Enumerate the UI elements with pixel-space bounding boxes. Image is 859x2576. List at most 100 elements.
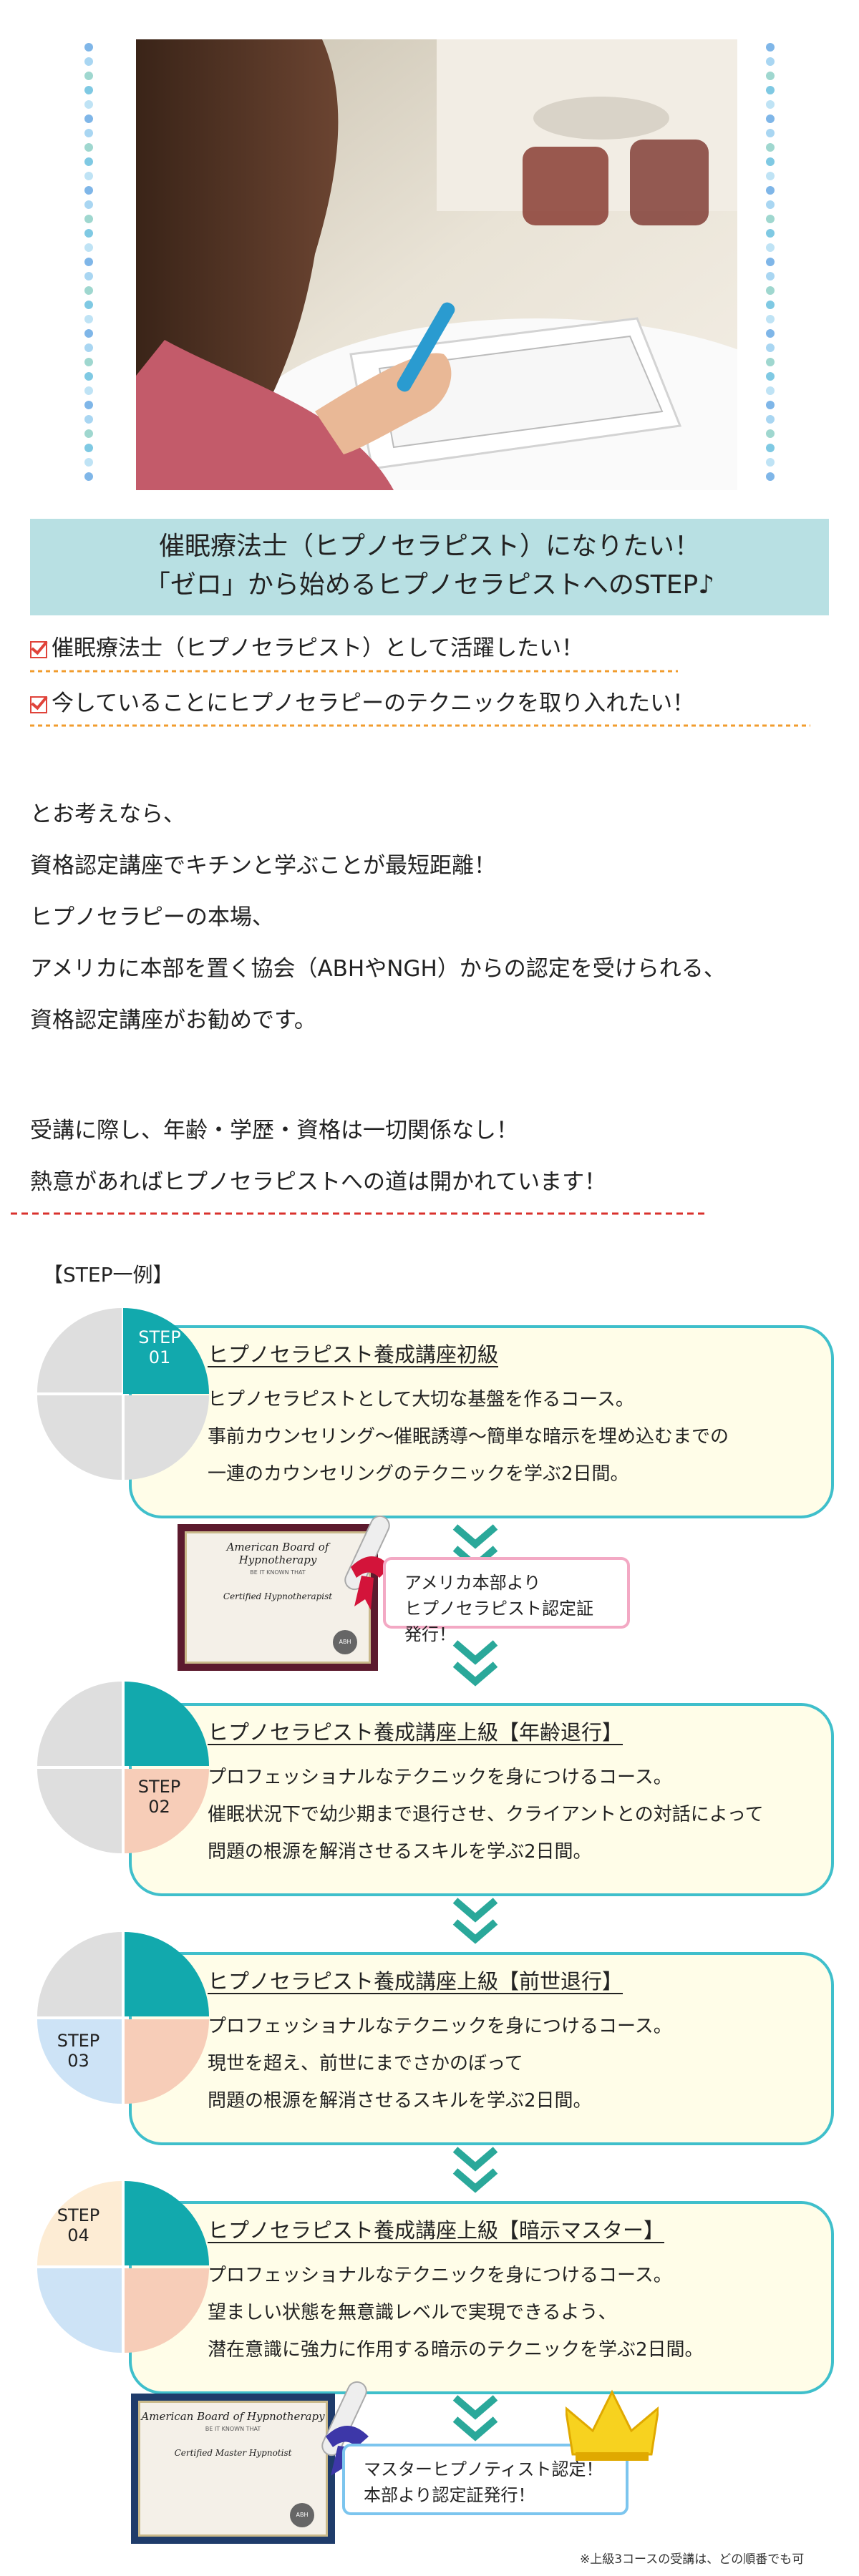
decorative-dot [84,372,93,381]
divider-dotted [30,670,678,673]
decorative-dot [766,86,775,94]
decorative-dot [84,100,93,109]
step-4-title: ヒプノセラピスト養成講座上級【暗示マスター】 [208,2218,665,2243]
decorative-dot [84,272,93,280]
decorative-dot [84,286,93,295]
decorative-dot [766,157,775,166]
decorative-dot [84,258,93,266]
intro-line-4: アメリカに本部を置く協会（ABHやNGH）からの認定を受けられる、 [30,956,726,982]
step-3-quad-icon [37,1932,209,2104]
decorative-dot [84,186,93,195]
decorative-dot [84,143,93,152]
decorative-dot [84,215,93,223]
decorative-dot [766,72,775,80]
arrow-down-icon [452,1898,498,1944]
hero-photo [136,39,737,490]
decorative-dot [84,329,93,338]
decorative-dot [84,200,93,209]
step-1-quad-icon [37,1308,209,1480]
divider-dotted [30,724,810,727]
check-item-1: 催眠療法士（ヒプノセラピスト）として活躍したい！ [30,628,817,673]
decorative-dot [84,72,93,80]
step-1-title: ヒプノセラピスト養成講座初級 [208,1342,499,1367]
decorative-dot [766,315,775,323]
step-2-title: ヒプノセラピスト養成講座上級【年齢退行】 [208,1720,623,1745]
cert-2-caption: マスターヒプノティスト認定！ 本部より認定証発行！ [342,2444,629,2515]
decorative-dot [766,444,775,452]
step-card-2 [129,1703,834,1896]
decorative-dot [766,286,775,295]
decorative-dot [84,315,93,323]
decorative-dot [766,215,775,223]
decorative-dot [84,114,93,123]
cert-1-caption: アメリカ本部より ヒプノセラピスト認定証発行！ [383,1557,630,1644]
decorative-dot [84,386,93,395]
decorative-dot [84,157,93,166]
checkbox-icon [30,696,47,713]
decorative-dot [84,358,93,366]
decorative-dot [766,100,775,109]
step-1-desc: ヒプノセラピストとして大切な基盤を作るコース。 事前カウンセリング～催眠誘導～簡… [208,1389,729,1485]
banner-line-1: 催眠療法士（ヒプノセラピスト）になりたい！ [158,532,700,561]
decorative-dot [766,458,775,467]
decorative-dot [766,114,775,123]
decorative-dot [84,472,93,481]
note-line-1: 受講に際し、年齢・学歴・資格は一切関係なし！ [30,1118,518,1143]
decorative-dot [84,429,93,438]
step-4-desc: プロフェッショナルなテクニックを身につけるコース。 望ましい状態を無意識レベルで… [208,2265,704,2361]
decorative-dot [84,57,93,66]
decorative-dots-right [765,43,775,487]
decorative-dot [84,172,93,180]
decorative-dot [766,401,775,409]
decorative-dot [766,243,775,252]
step-card-3 [129,1952,834,2145]
crown-icon [566,2389,659,2461]
decorative-dot [766,129,775,137]
decorative-dot [766,358,775,366]
decorative-dot [84,444,93,452]
heading-banner: 催眠療法士（ヒプノセラピスト）になりたい！ 「ゼロ」から始めるヒプノセラピストへ… [30,519,829,615]
step-3-desc: プロフェッショナルなテクニックを身につけるコース。 現世を超え、前世にまでさかの… [208,2016,672,2112]
decorative-dot [84,458,93,467]
decorative-dot [766,386,775,395]
step-3-title: ヒプノセラピスト養成講座上級【前世退行】 [208,1969,623,1994]
decorative-dots-left [84,43,94,487]
intro-line-1: とお考えなら、 [30,801,185,827]
decorative-dot [84,415,93,424]
decorative-dot [84,243,93,252]
decorative-dot [766,272,775,280]
decorative-dot [766,372,775,381]
step-card-4 [129,2201,834,2394]
check-item-2: 今していることにヒプノセラピーのテクニックを取り入れたい！ [30,683,817,728]
decorative-dot [766,186,775,195]
decorative-dot [766,57,775,66]
divider-dashed [11,1212,705,1215]
step-2-quad-icon [37,1682,209,1853]
intro-line-2: 資格認定講座でキチンと学ぶことが最短距離！ [30,853,496,879]
decorative-dot [766,200,775,209]
decorative-dot [766,472,775,481]
decorative-dot [84,86,93,94]
section-title: 【STEP一例】 [43,1263,173,1287]
intro-line-5: 資格認定講座がお勧めです。 [30,1008,316,1033]
decorative-dot [84,229,93,238]
intro-line-3: ヒプノセラピーの本場、 [30,904,274,930]
decorative-dot [84,43,93,52]
note-line-2: 熱意があればヒプノセラピストへの道は開かれています！ [30,1169,607,1195]
decorative-dot [84,129,93,137]
footnote: ※上級3コースの受講は、どの順番でも可 [580,2552,805,2567]
decorative-dot [766,43,775,52]
decorative-dot [766,415,775,424]
decorative-dot [766,329,775,338]
decorative-dot [84,343,93,352]
step-card-1 [129,1325,834,1518]
decorative-dot [84,301,93,309]
arrow-down-icon [452,2395,498,2441]
step-2-desc: プロフェッショナルなテクニックを身につけるコース。 催眠状況下で幼少期まで退行さ… [208,1767,764,1863]
arrow-down-icon [452,1640,498,1687]
master-certificate-image: American Board of Hypnotherapy BE IT KNO… [131,2394,335,2544]
